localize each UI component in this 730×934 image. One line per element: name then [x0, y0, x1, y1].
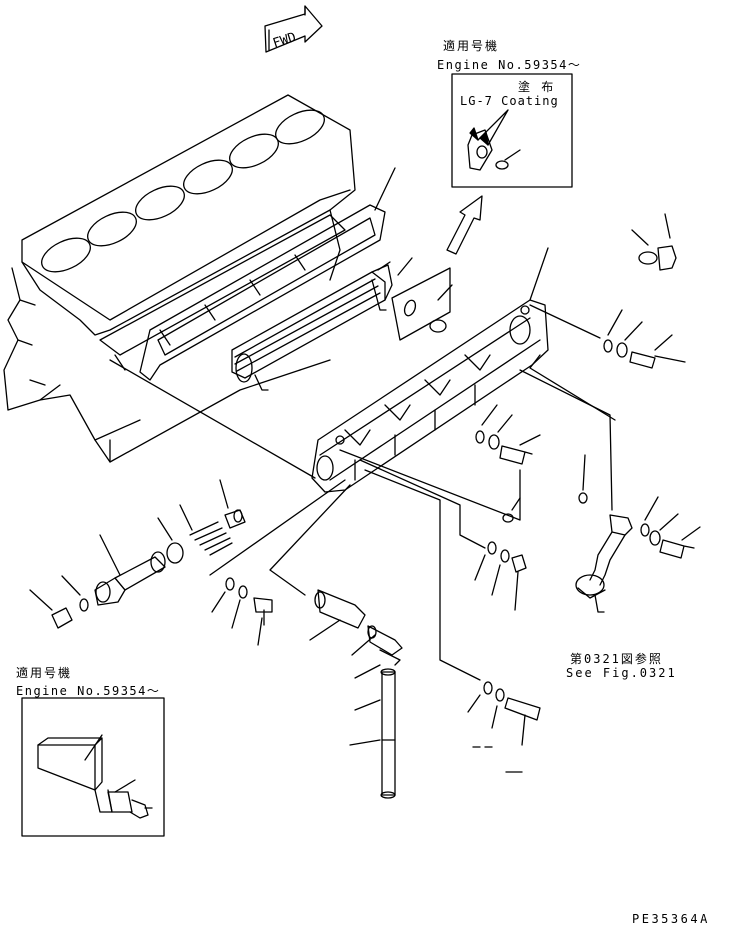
- top-note-applicable-jp: 適用号機: [443, 39, 500, 53]
- cylinder-bore-5: [225, 127, 284, 174]
- oil-cooler-element: [232, 262, 392, 390]
- oil-cooler-cover: [312, 248, 548, 492]
- fwd-arrow-icon: FWD: [265, 6, 322, 52]
- cylinder-bore-6: [271, 103, 330, 150]
- top-note-applicable-en: Engine No.59354～: [437, 58, 582, 72]
- fwd-label: FWD: [271, 30, 298, 52]
- coating-detail-box: [452, 74, 572, 187]
- bolt-small-center: [503, 498, 520, 522]
- bolt-set-lower-left: [212, 578, 272, 645]
- relief-valve-parts: [30, 480, 245, 628]
- cylinder-block: [4, 95, 355, 462]
- coating-label-en: LG-7 Coating: [460, 94, 559, 108]
- detail-oring-group: [392, 258, 452, 340]
- plug-and-oring-right: [632, 214, 676, 270]
- bottom-note-applicable-jp: 適用号機: [16, 666, 73, 680]
- reference-lines: [110, 355, 615, 680]
- cylinder-bore-2: [83, 205, 142, 252]
- bolt-set-lower-right: [468, 682, 540, 772]
- detail-box-lower: [22, 698, 164, 836]
- pipe-fitting-parts: [310, 590, 402, 798]
- bottom-note-applicable-en: Engine No.59354～: [16, 684, 161, 698]
- bolt-set-right-top: [530, 305, 685, 368]
- see-fig-jp: 第0321図参照: [570, 652, 663, 666]
- drawing-id: PE35364A: [632, 912, 710, 926]
- oil-tube-assembly: [576, 455, 700, 612]
- cylinder-bore-4: [179, 153, 238, 200]
- bolt-set-center: [476, 405, 540, 464]
- detail-arrow-icon: [447, 196, 482, 254]
- washer-nut-set: [475, 542, 526, 610]
- oil-cooler-gasket: [140, 168, 395, 380]
- cylinder-bore-1: [37, 231, 96, 278]
- coating-label-jp: 塗 布: [518, 80, 556, 94]
- cylinder-bore-3: [131, 179, 190, 226]
- see-fig-en: See Fig.0321: [566, 666, 677, 680]
